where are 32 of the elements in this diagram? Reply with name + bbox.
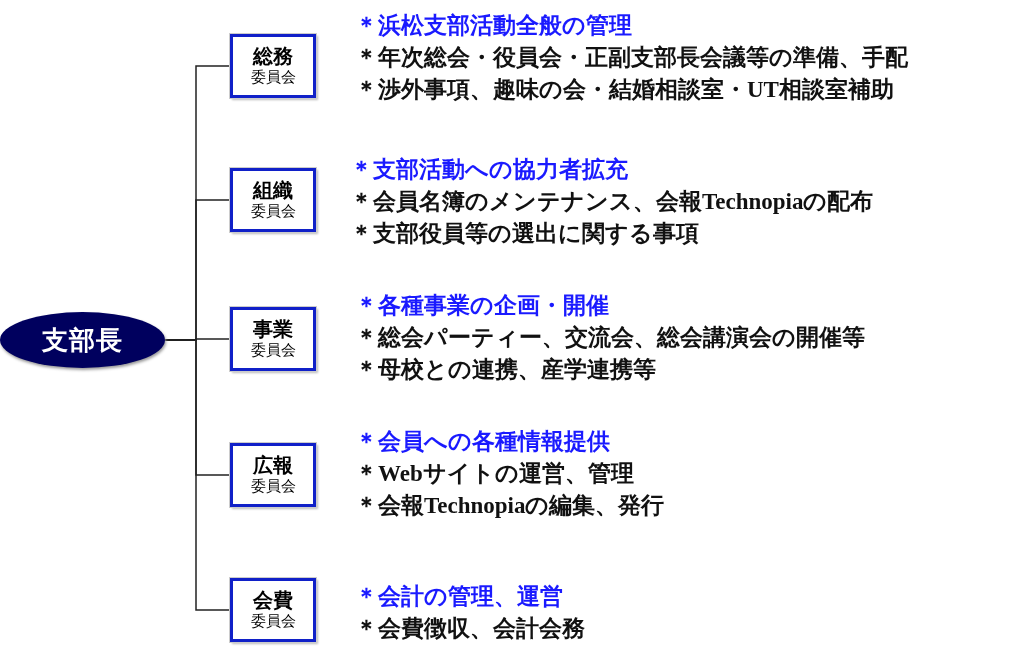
committee-box [230, 307, 316, 371]
node-title: 事業 [253, 317, 293, 342]
task-item: ＊会員名簿のメンテナンス、会報Technopiaの配布 [350, 188, 874, 216]
node-subtitle: 委員会 [250, 612, 296, 632]
node-title: 広報 [253, 453, 293, 478]
committee-box [230, 578, 316, 642]
committee-box [230, 443, 316, 507]
connector-line [164, 339, 231, 611]
node-subtitle: 委員会 [250, 202, 296, 222]
node-subtitle: 委員会 [250, 68, 296, 88]
task-item: ＊総会パーティー、交流会、総会講演会の開催等 [355, 324, 865, 352]
committee-box [230, 34, 316, 98]
task-heading: ＊各種事業の企画・開催 [355, 292, 609, 320]
task-item: ＊渉外事項、趣味の会・結婚相談室・UT相談室補助 [355, 76, 894, 104]
node-subtitle: 委員会 [250, 341, 296, 361]
ellipse-node [0, 312, 165, 368]
task-heading: ＊支部活動への協力者拡充 [350, 156, 628, 184]
task-item: ＊会費徴収、会計会務 [355, 615, 585, 643]
task-item: ＊Webサイトの運営、管理 [355, 460, 634, 488]
node-title: 支部長 [42, 324, 123, 357]
node-title: 組織 [253, 178, 293, 203]
committee-box [230, 168, 316, 232]
node-title: 総務 [253, 44, 293, 69]
node-title: 会費 [253, 588, 293, 613]
task-heading: ＊会計の管理、運営 [355, 583, 563, 611]
task-item: ＊会報Technopiaの編集、発行 [355, 492, 665, 520]
task-item: ＊母校との連携、産学連携等 [355, 356, 656, 384]
task-heading: ＊浜松支部活動全般の管理 [355, 12, 632, 40]
task-item: ＊支部役員等の選出に関する事項 [350, 220, 699, 248]
task-item: ＊年次総会・役員会・正副支部長会議等の準備、手配 [355, 44, 908, 72]
task-heading: ＊会員への各種情報提供 [355, 428, 610, 456]
node-subtitle: 委員会 [250, 477, 296, 497]
